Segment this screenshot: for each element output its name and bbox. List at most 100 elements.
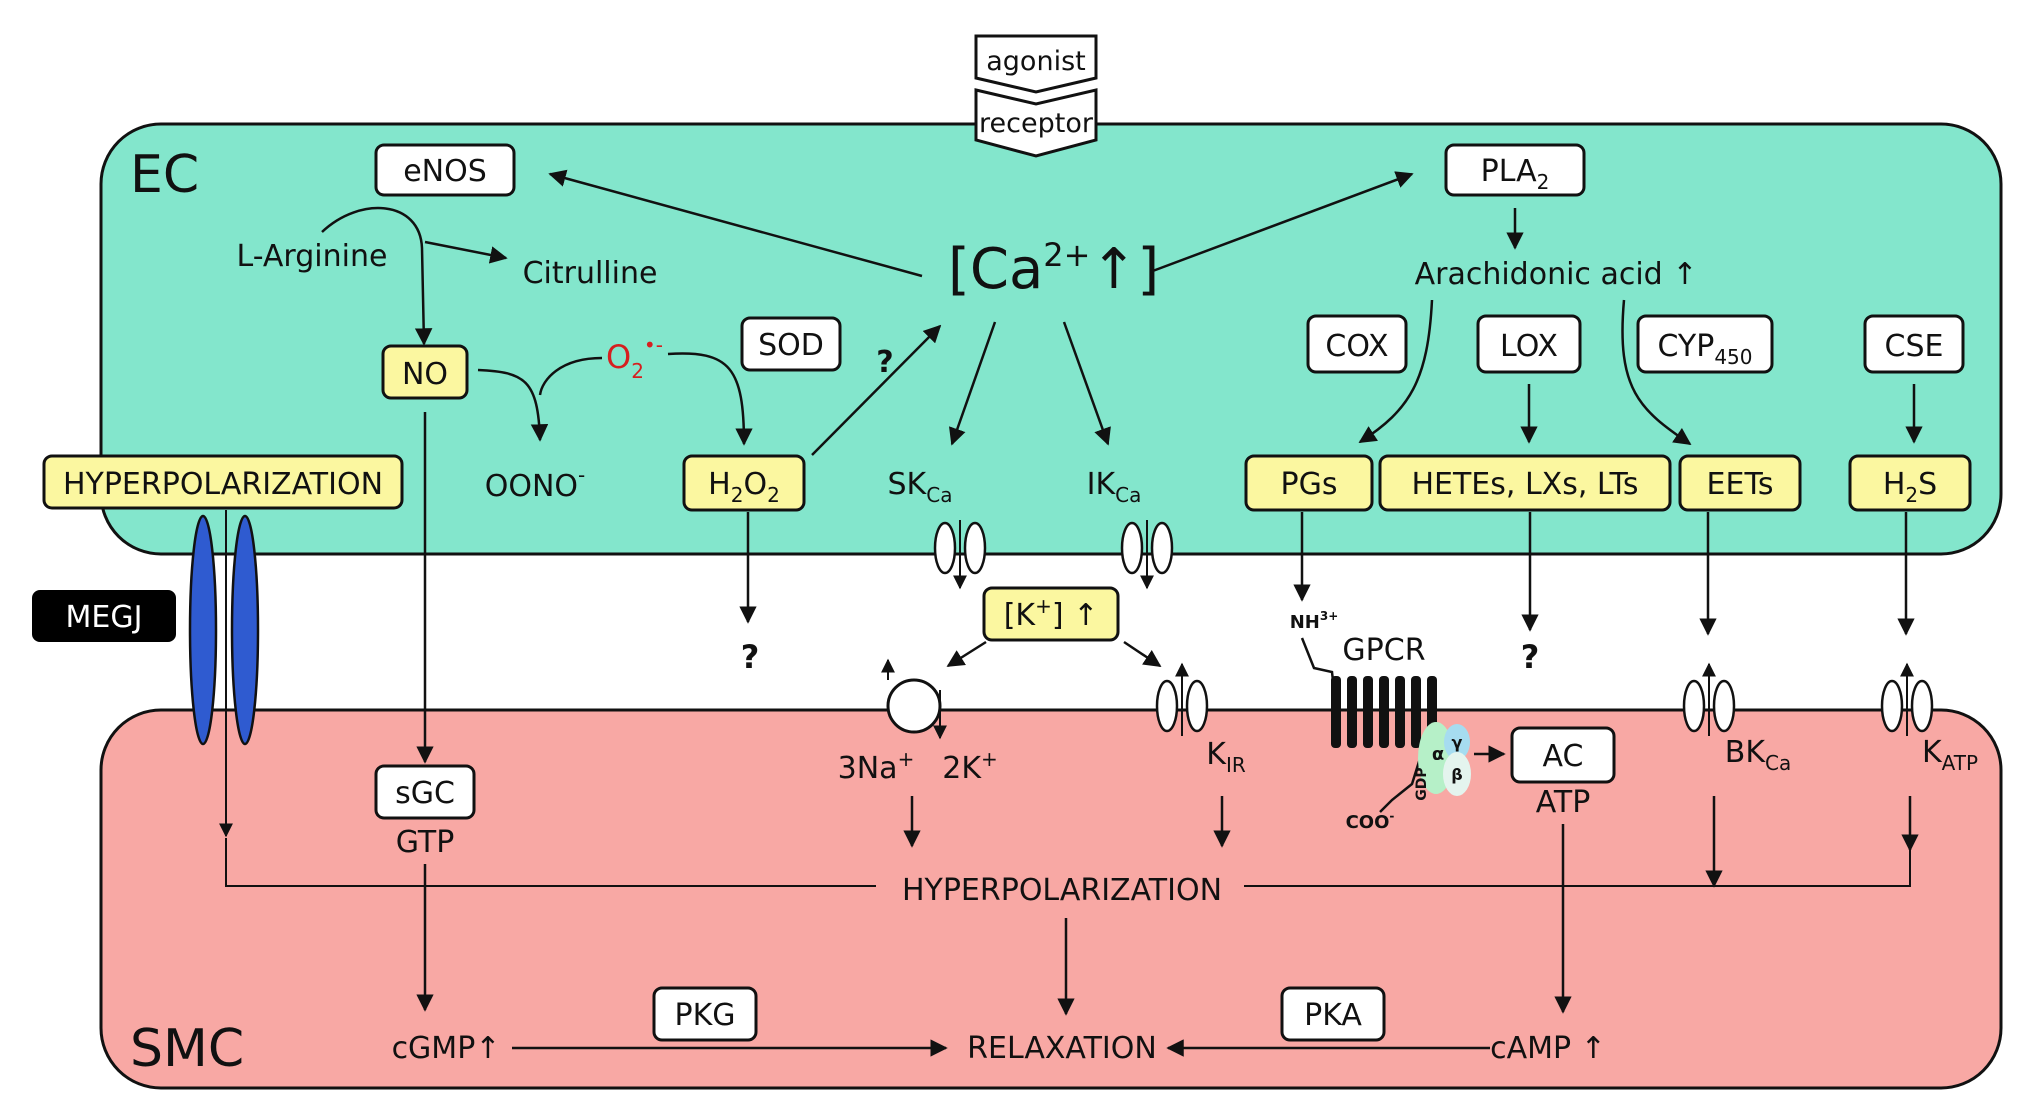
cse-label: CSE xyxy=(1885,329,1944,364)
smc-hyperpolarization-label: HYPERPOLARIZATION xyxy=(902,873,1222,908)
atp-label: ATP xyxy=(1536,785,1591,820)
l-arginine-label: L-Arginine xyxy=(237,239,388,274)
o2-to-h2o2-arrow xyxy=(667,352,753,446)
pkg-box xyxy=(652,986,758,1042)
gap-junction-right xyxy=(230,514,260,746)
h2o2-to-ca-arrow xyxy=(811,324,942,456)
lox-box xyxy=(1476,314,1582,374)
ac-label: AC xyxy=(1543,739,1584,774)
cse-box xyxy=(1863,314,1965,374)
h2s-box xyxy=(1848,454,1972,512)
skca-label: SKCa xyxy=(888,467,953,507)
gpcr-n-terminus xyxy=(1300,637,1336,691)
pgs-box xyxy=(1244,454,1374,512)
ikca-channel xyxy=(1120,520,1174,590)
no-o2-to-oono-arrow xyxy=(477,368,549,442)
h2o2-box xyxy=(682,454,806,512)
no-label: NO xyxy=(402,357,448,392)
k-to-kir-arrow xyxy=(1123,640,1162,668)
bkca-channel xyxy=(1682,662,1736,736)
calcium-label: [Ca2+↑] xyxy=(948,236,1159,302)
receptor-label: receptor xyxy=(979,108,1094,139)
lox-label: LOX xyxy=(1500,329,1558,364)
gpcr-label: GPCR xyxy=(1342,633,1425,668)
na-k-pump xyxy=(881,658,947,740)
k2-label: 2K+ xyxy=(942,747,998,786)
pgs-label: PGs xyxy=(1281,467,1338,502)
ca-to-enos-arrow xyxy=(548,169,923,278)
gtp-label: GTP xyxy=(396,825,455,860)
arginine-to-citrulline-arrow xyxy=(424,240,508,264)
g-beta-label: β xyxy=(1451,765,1462,784)
ca-to-skca-arrow xyxy=(948,321,997,446)
smc-cell xyxy=(99,708,2003,1090)
sgc-label: sGC xyxy=(395,776,455,811)
sod-label: SOD xyxy=(758,328,824,363)
nh3-label: NH3+ xyxy=(1290,609,1339,633)
ca-to-pla2-arrow xyxy=(1149,171,1414,274)
pla2-box xyxy=(1444,143,1586,197)
g-alpha-label: α xyxy=(1432,744,1444,765)
katp-channel xyxy=(1880,662,1934,736)
ec-hyperpolarization-label: HYPERPOLARIZATION xyxy=(63,467,383,502)
gap-junction-left xyxy=(188,514,218,746)
bkca-label: BKCa xyxy=(1725,735,1792,775)
g-gamma xyxy=(1444,724,1470,760)
cgmp-label: cGMP↑ xyxy=(392,1031,501,1066)
k-plus-label: [K+] ↑ xyxy=(1004,594,1099,633)
eets-box xyxy=(1678,454,1802,512)
relaxation-label: RELAXATION xyxy=(967,1031,1157,1066)
kir-channel xyxy=(1155,662,1209,736)
hetes-box xyxy=(1378,454,1672,512)
h2o2-label: H2O2 xyxy=(708,467,780,507)
arachidonic-to-pgs-arrow xyxy=(1358,299,1434,444)
enos-label: eNOS xyxy=(403,154,487,189)
na-label: 3Na+ xyxy=(838,747,915,786)
no-box xyxy=(381,344,469,400)
enos-box xyxy=(374,143,516,197)
h2o2-ca-question: ? xyxy=(876,345,893,380)
ikca-label: IKCa xyxy=(1087,467,1142,507)
katp-label: KATP xyxy=(1922,735,1978,775)
hyper-collect-line-left xyxy=(225,838,876,887)
gpcr-c-terminus xyxy=(1379,751,1424,813)
g-beta xyxy=(1443,752,1471,796)
o2-curve xyxy=(538,356,603,396)
arachidonic-label: Arachidonic acid ↑ xyxy=(1415,257,1698,292)
ac-box xyxy=(1510,726,1616,784)
sod-box xyxy=(740,316,842,372)
cyp450-box xyxy=(1636,314,1774,374)
citrulline-label: Citrulline xyxy=(523,256,658,291)
arachidonic-to-eets-arrow xyxy=(1621,299,1692,446)
gdp-label: GDP xyxy=(1414,767,1430,800)
ec-label: EC xyxy=(130,145,199,205)
hyper-collect-line-right xyxy=(1244,850,1911,887)
k-to-pump-arrow xyxy=(946,640,987,668)
sgc-box xyxy=(374,764,476,820)
h2s-label: H2S xyxy=(1883,467,1937,507)
hetes-question: ? xyxy=(1521,638,1540,676)
hetes-label: HETEs, LXs, LTs xyxy=(1411,467,1638,502)
cox-box xyxy=(1306,314,1408,374)
smc-label: SMC xyxy=(130,1019,244,1079)
pkg-label: PKG xyxy=(674,998,735,1033)
agonist-shape xyxy=(974,34,1098,94)
arginine-to-no-arrow xyxy=(321,206,433,346)
coo-label: COO- xyxy=(1346,809,1395,833)
pka-box xyxy=(1280,986,1386,1042)
k-plus-box xyxy=(982,586,1120,642)
kir-label: KIR xyxy=(1206,737,1246,777)
cox-label: COX xyxy=(1325,329,1388,364)
agonist-label: agonist xyxy=(986,46,1085,77)
megj-box xyxy=(32,590,176,642)
oono-label: OONO- xyxy=(485,463,586,504)
pka-label: PKA xyxy=(1304,998,1362,1033)
ca-to-ikca-arrow xyxy=(1062,321,1111,446)
g-gamma-label: γ xyxy=(1452,733,1463,752)
ec-hyperpolarization-box xyxy=(42,454,404,510)
h2o2-question: ? xyxy=(741,638,760,676)
receptor-shape xyxy=(974,88,1098,158)
eets-label: EETs xyxy=(1707,467,1774,502)
cyp450-label: CYP450 xyxy=(1657,329,1752,369)
